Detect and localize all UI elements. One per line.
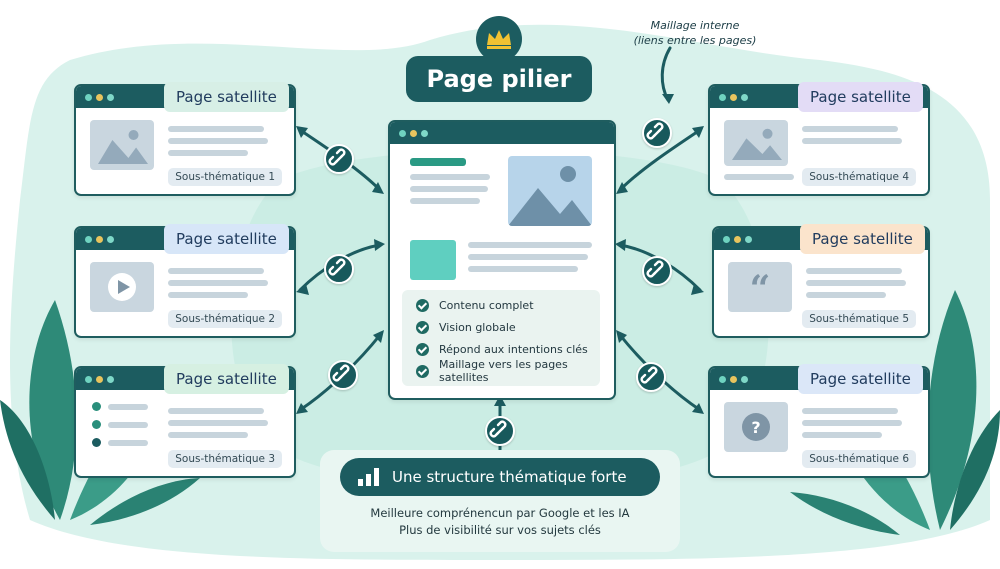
bottom-title: Une structure thématique forte [340,458,660,496]
link-icon [324,254,354,284]
link-icon [636,362,666,392]
media-block [410,240,456,280]
text-line [724,174,794,180]
text-line [802,420,902,426]
text-line [410,174,490,180]
quote-icon: “ [728,262,792,312]
subtopic-label: Sous-thématique 6 [802,450,916,468]
bottom-title-text: Une structure thématique forte [392,468,627,486]
text-line [168,432,248,438]
checklist-item: Répond aux intentions clés [416,338,600,360]
text-line [168,280,268,286]
link-icon [328,360,358,390]
check-icon [416,320,429,334]
check-icon [416,298,429,312]
text-line [168,408,264,414]
subtopic-label: Sous-thématique 2 [168,310,282,328]
text-line [806,280,906,286]
text-line [806,292,886,298]
heading-line [410,158,466,166]
checklist-text: Répond aux intentions clés [439,342,588,356]
checklist: Contenu complet Vision globale Répond au… [402,290,600,386]
check-icon [416,364,429,378]
annotation-line-1: Maillage interne [650,19,740,32]
satellite-tag: Page satellite [164,364,289,394]
question-icon: ? [724,402,788,452]
link-icon [485,416,515,446]
text-line [410,198,480,204]
svg-text:?: ? [751,418,760,437]
checklist-item: Contenu complet [416,294,600,316]
image-icon [724,120,788,166]
list-icon [90,400,154,454]
text-line [168,150,248,156]
image-icon [508,156,592,226]
text-line [468,242,592,248]
link-icon [642,118,672,148]
bottom-line-1: Meilleure comprénen​cun par Google et le… [370,506,630,520]
satellite-tag: Page satellite [798,82,923,112]
checklist-text: Maillage vers les pages satellites [439,358,568,384]
text-line [468,266,578,272]
text-line [802,126,898,132]
link-icon [324,144,354,174]
arrow-heads [296,94,704,414]
text-line [168,420,268,426]
checklist-item: Maillage vers les pages satellites [416,358,600,384]
satellite-tag: Page satellite [164,82,289,112]
satellite-tag: Page satellite [800,224,925,254]
satellite-tag: Page satellite [798,364,923,394]
text-line [802,432,882,438]
annotation-line-2: (liens entre les pages) [633,34,757,47]
image-icon [90,120,154,170]
subtopic-label: Sous-thématique 5 [802,310,916,328]
satellite-tag: Page satellite [164,224,289,254]
checklist-text: Contenu complet [439,298,534,312]
text-line [802,408,898,414]
subtopic-label: Sous-thématique 3 [168,450,282,468]
pillar-title: Page pilier [406,56,592,102]
text-line [468,254,588,260]
subtopic-label: Sous-thématique 4 [802,168,916,186]
window-titlebar [390,122,614,144]
svg-text:“: “ [750,268,771,310]
play-icon [90,262,154,312]
chart-icon [358,468,380,486]
text-line [168,126,264,132]
text-line [802,138,902,144]
checklist-text: Vision globale [439,320,516,334]
text-line [168,268,264,274]
link-icon [642,256,672,286]
text-line [168,138,268,144]
pillar-page-window: Contenu complet Vision globale Répond au… [388,120,616,400]
text-line [410,186,488,192]
text-line [806,268,902,274]
annotation: Maillage interne (liens entre les pages) [615,18,775,48]
subtopic-label: Sous-thématique 1 [168,168,282,186]
bottom-line-2: Plus de visibilité sur vos sujets clés [399,523,601,537]
checklist-item: Vision globale [416,316,600,338]
text-line [168,292,248,298]
crown-icon [476,16,522,62]
check-icon [416,342,429,356]
